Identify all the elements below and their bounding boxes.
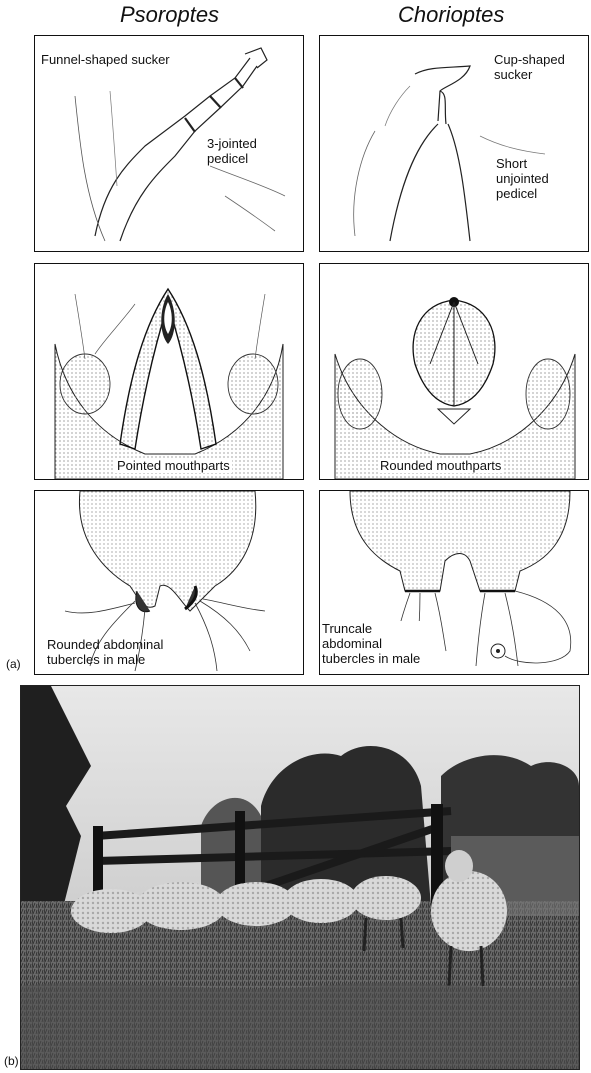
- pointed-mouthparts-label: Pointed mouthparts: [115, 458, 232, 473]
- psoroptes-mouthparts-panel: Pointed mouthparts: [34, 263, 304, 480]
- chorioptes-mouthparts-drawing: [320, 264, 588, 479]
- sheep-photo-illustration: [21, 686, 579, 1069]
- psoroptes-tubercles-panel: Rounded abdominal tubercles in male: [34, 490, 304, 675]
- short-unjointed-pedicel-label: Short unjointed pedicel: [496, 156, 549, 201]
- chorioptes-tubercles-panel: Truncale abdominal tubercles in male: [319, 490, 589, 675]
- truncate-tubercles-label: Truncale abdominal tubercles in male: [322, 621, 420, 666]
- psoroptes-leg-drawing: [35, 36, 303, 251]
- psoroptes-leg-panel: Funnel-shaped sucker 3-jointed pedicel: [34, 35, 304, 252]
- part-b-tag: (b): [4, 1054, 19, 1068]
- chorioptes-leg-panel: Cup-shaped sucker Short unjointed pedice…: [319, 35, 589, 252]
- funnel-sucker-label: Funnel-shaped sucker: [41, 52, 170, 67]
- three-jointed-pedicel-label: 3-jointed pedicel: [207, 136, 257, 166]
- sheep-photograph: [20, 685, 580, 1070]
- psoroptes-title: Psoroptes: [120, 2, 219, 28]
- psoroptes-mouthparts-drawing: [35, 264, 303, 479]
- chorioptes-title: Chorioptes: [398, 2, 504, 28]
- chorioptes-mouthparts-panel: Rounded mouthparts: [319, 263, 589, 480]
- part-a-tag: (a): [6, 657, 21, 671]
- rounded-tubercles-label: Rounded abdominal tubercles in male: [47, 637, 163, 667]
- cup-sucker-label: Cup-shaped sucker: [494, 52, 565, 82]
- rounded-mouthparts-label: Rounded mouthparts: [378, 458, 503, 473]
